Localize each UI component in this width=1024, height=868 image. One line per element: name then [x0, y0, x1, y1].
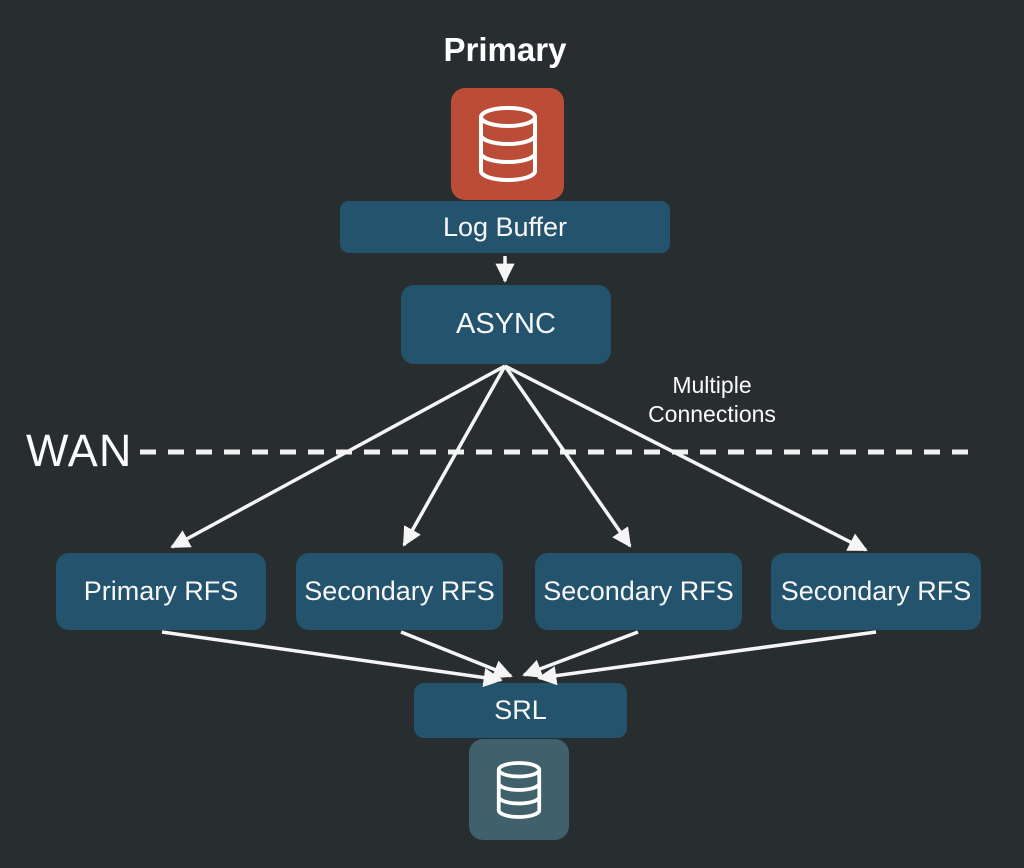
node-log-buffer-label: Log Buffer: [442, 211, 568, 242]
arrow-secondary-rfs-2-to-srl: [522, 630, 639, 678]
arrow-async-to-secondary-rfs-1: [402, 365, 507, 547]
arrow-secondary-rfs-3-to-srl: [537, 630, 877, 686]
database-icon: [478, 106, 537, 182]
node-srl: SRL: [414, 683, 627, 738]
primary-database-node: [451, 88, 564, 200]
primary-title: Primary: [443, 31, 567, 68]
node-log-buffer: Log Buffer: [340, 201, 670, 253]
wan-label: WAN: [26, 425, 133, 476]
node-async: ASYNC: [401, 285, 611, 364]
node-secondary-rfs-3: Secondary RFS: [771, 553, 981, 630]
arrow-async-to-primary-rfs: [170, 364, 506, 549]
arrow-secondary-rfs-1-to-srl: [400, 630, 513, 679]
multiple-connections-label: Multiple Connections: [612, 371, 812, 430]
node-secondary-rfs-2-label: Secondary RFS: [543, 576, 734, 606]
multiple-connections-line2: Connections: [648, 401, 776, 428]
node-async-label: ASYNC: [456, 308, 556, 340]
arrow-primary-rfs-to-srl: [161, 630, 503, 688]
multiple-connections-line1: Multiple: [672, 372, 752, 398]
standby-database-node: [469, 739, 569, 840]
node-primary-rfs: Primary RFS: [56, 553, 266, 630]
node-secondary-rfs-2: Secondary RFS: [535, 553, 742, 630]
database-icon: [496, 760, 542, 819]
node-secondary-rfs-1-label: Secondary RFS: [304, 576, 495, 606]
node-secondary-rfs-3-label: Secondary RFS: [780, 576, 972, 606]
node-srl-label: SRL: [494, 695, 547, 725]
node-secondary-rfs-1: Secondary RFS: [296, 553, 503, 630]
node-primary-rfs-label: Primary RFS: [83, 576, 239, 606]
